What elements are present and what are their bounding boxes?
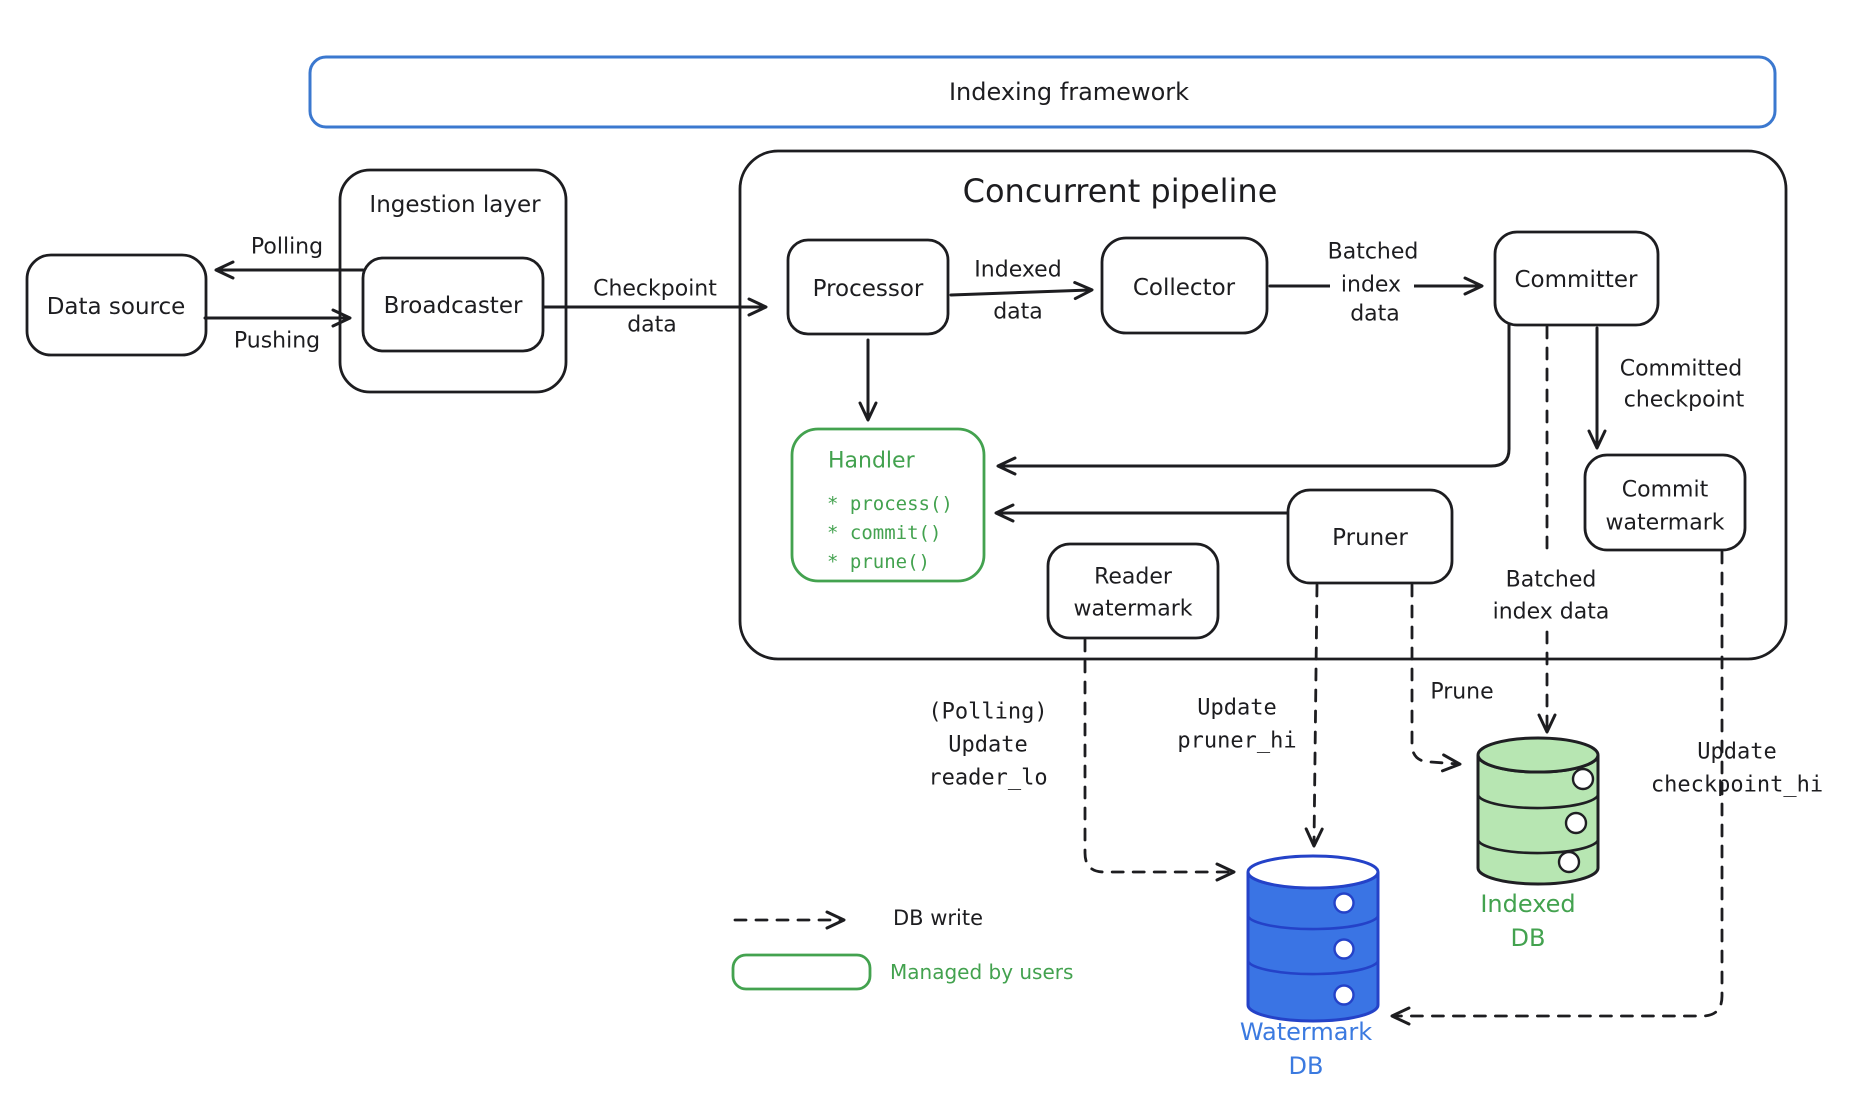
edge-batched-label-line2: index xyxy=(1341,273,1401,298)
watermark-db-band-1 xyxy=(1246,913,1380,931)
handler-title: Handler xyxy=(828,449,916,474)
broadcaster-node xyxy=(361,256,545,353)
edge-checkpoint-data-label-line1: Checkpoint xyxy=(593,277,717,302)
edge-update-checkpoint-hi-label-line1: Update xyxy=(1697,740,1776,765)
watermark-db-bolt-2 xyxy=(1333,938,1355,960)
pruner-group: Pruner xyxy=(1286,488,1454,585)
indexed-db-bolt-3 xyxy=(1557,850,1581,874)
ingestion-layer-label: Ingestion layer xyxy=(369,192,541,218)
committer-node xyxy=(1493,230,1660,327)
edge-committed-checkpoint-label-line2: checkpoint xyxy=(1624,388,1745,413)
reader-watermark-node xyxy=(1046,542,1220,640)
commit-watermark-node xyxy=(1583,453,1747,552)
edge-update-pruner-hi xyxy=(1304,583,1324,848)
processor-node xyxy=(786,238,950,336)
edge-update-checkpoint-hi xyxy=(1390,550,1724,1026)
edge-checkpoint-data-label-line2: data xyxy=(627,313,677,338)
commit-watermark-label-line2: watermark xyxy=(1606,511,1725,536)
edge-update-reader-lo-label-line2: Update xyxy=(948,733,1027,758)
committer-label: Committer xyxy=(1515,267,1639,293)
edge-batched-index-data-db-label-line1: Batched xyxy=(1506,568,1597,593)
reader-watermark-group: Reader watermark xyxy=(1046,542,1220,640)
watermark-db-group: Watermark DB xyxy=(1240,854,1380,1080)
collector-group: Collector xyxy=(1100,236,1269,335)
processor-group: Processor xyxy=(786,238,950,336)
watermark-db-cylinder-top xyxy=(1246,854,1380,890)
edge-committer-to-handler xyxy=(996,323,1511,476)
indexed-db-label-line1: Indexed xyxy=(1480,890,1575,918)
reader-watermark-label-line2: watermark xyxy=(1074,597,1193,622)
edge-prune xyxy=(1410,583,1462,773)
edge-polling-label: Polling xyxy=(251,235,323,260)
pruner-label: Pruner xyxy=(1332,525,1408,551)
edge-pushing-label: Pushing xyxy=(234,329,320,354)
edges-solid: Polling Pushing Checkpoint data Indexed … xyxy=(203,235,1745,523)
edge-indexed-data xyxy=(949,281,1094,301)
edge-batched-label-line1: Batched xyxy=(1328,240,1419,265)
edge-indexed-data-label-line1: Indexed xyxy=(974,258,1061,283)
edge-update-checkpoint-hi-label-line2: checkpoint_hi xyxy=(1651,773,1823,798)
indexed-db-group: Indexed DB xyxy=(1476,736,1600,952)
indexed-db-label-line2: DB xyxy=(1511,924,1546,952)
handler-method-commit: * commit() xyxy=(827,522,941,544)
edge-committed-checkpoint-label-line1: Committed xyxy=(1620,357,1743,382)
handler-group: Handler * process() * commit() * prune() xyxy=(790,427,986,583)
indexing-framework-banner: Indexing framework xyxy=(308,55,1777,129)
banner-frame xyxy=(308,55,1777,129)
handler-method-process: * process() xyxy=(827,493,953,515)
indexed-db-band-2 xyxy=(1476,837,1600,855)
indexed-db-bolt-1 xyxy=(1571,767,1595,791)
watermark-db-label-line1: Watermark xyxy=(1240,1018,1372,1046)
collector-label: Collector xyxy=(1133,275,1236,301)
indexed-db-band-1 xyxy=(1476,792,1600,810)
indexed-db-cylinder-top xyxy=(1476,736,1600,774)
handler-method-prune: * prune() xyxy=(827,551,930,573)
banner-title: Indexing framework xyxy=(949,78,1189,106)
watermark-db-bolt-3 xyxy=(1333,984,1355,1006)
committer-group: Committer xyxy=(1493,230,1660,327)
commit-watermark-group: Commit watermark xyxy=(1583,453,1747,552)
edge-update-reader-lo xyxy=(1083,638,1236,882)
collector-node xyxy=(1100,236,1269,335)
watermark-db-cylinder-body xyxy=(1246,871,1380,1023)
legend-db-write-label: DB write xyxy=(893,906,983,930)
edge-update-pruner-hi-label-line2: pruner_hi xyxy=(1177,729,1296,754)
legend: DB write Managed by users xyxy=(731,906,1073,991)
legend-managed-by-users-label: Managed by users xyxy=(890,960,1073,984)
data-source-label: Data source xyxy=(47,294,186,320)
ingestion-layer-group: Ingestion layer Broadcaster xyxy=(338,168,568,394)
edge-update-pruner-hi-label-line1: Update xyxy=(1197,696,1276,721)
edge-indexed-data-label-line2: data xyxy=(993,300,1043,325)
edges-dashed: (Polling) Update reader_lo Update pruner… xyxy=(928,325,1823,1026)
indexed-db-bolt-2 xyxy=(1564,811,1588,835)
concurrent-pipeline-title: Concurrent pipeline xyxy=(963,172,1278,210)
edge-batched-index-data-db-label-line2: index data xyxy=(1493,600,1610,625)
edge-update-reader-lo-label-line1: (Polling) xyxy=(928,700,1047,725)
reader-watermark-label-line1: Reader xyxy=(1094,565,1173,590)
edge-batched-label-line3: data xyxy=(1350,302,1400,327)
data-source-node xyxy=(25,253,208,357)
handler-node xyxy=(790,427,986,583)
pruner-node xyxy=(1286,488,1454,585)
broadcaster-label: Broadcaster xyxy=(384,293,523,319)
watermark-db-band-2 xyxy=(1246,958,1380,976)
processor-label: Processor xyxy=(813,276,924,302)
legend-green-box-sample xyxy=(731,953,872,991)
edge-update-reader-lo-label-line3: reader_lo xyxy=(928,766,1047,791)
commit-watermark-label-line1: Commit xyxy=(1622,478,1709,503)
edge-prune-label: Prune xyxy=(1430,680,1493,705)
edge-batched-label-backing xyxy=(1330,270,1414,300)
watermark-db-bolt-1 xyxy=(1333,892,1355,914)
data-source-group: Data source xyxy=(25,253,208,357)
watermark-db-label-line2: DB xyxy=(1289,1052,1324,1080)
